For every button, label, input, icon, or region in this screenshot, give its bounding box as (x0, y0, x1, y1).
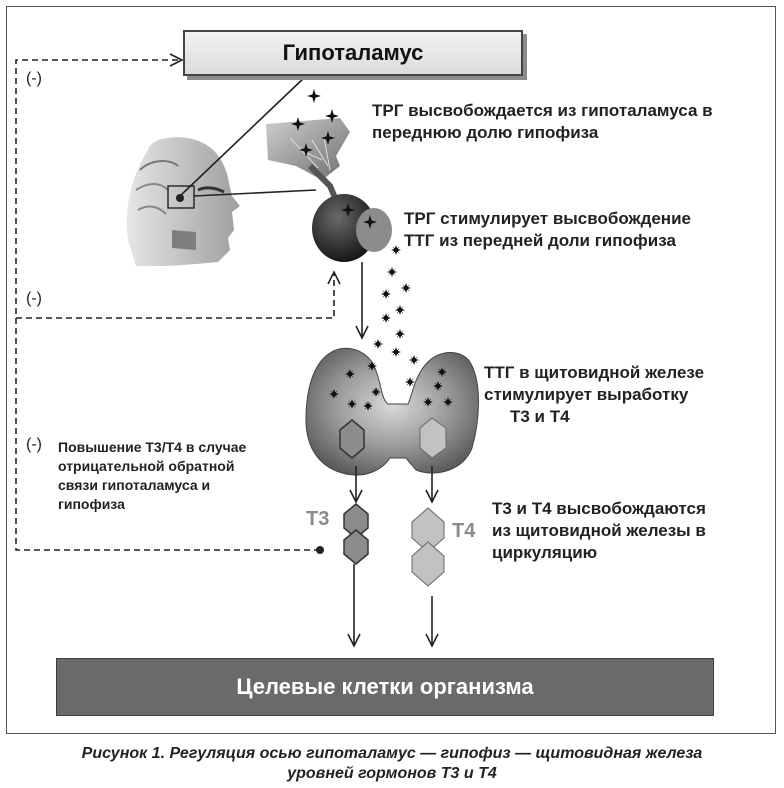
thyroid-illustration (305, 347, 479, 476)
annotation-negative-feedback: Повышение Т3/Т4 в случае отрицательной о… (58, 439, 247, 512)
t4-hexagon-icons (411, 507, 445, 587)
hypothalamus-box: Гипоталамус (183, 30, 523, 76)
annotation-tsh-thyroid: ТТГ в щитовидной железе стимулирует выра… (484, 363, 705, 426)
hypothalamus-label: Гипоталамус (282, 40, 424, 65)
minus-sign-bottom: (-) (26, 436, 42, 453)
annotation-trh-release: ТРГ высвобождается из гипоталамуса в пер… (372, 101, 713, 142)
feedback-loops (15, 59, 335, 551)
minus-sign-top: (-) (26, 70, 42, 87)
feedback-origin-dot (316, 546, 324, 554)
flow-arrows (347, 262, 439, 648)
connector-lines (179, 75, 317, 197)
t3-label: Т3 (306, 508, 330, 530)
minus-sign-middle: (-) (26, 290, 42, 307)
feedback-arrowheads (169, 53, 341, 285)
t4-label: Т4 (452, 520, 476, 542)
t3-hexagon-icons (343, 503, 369, 565)
figure-caption: Рисунок 1. Регуляция осью гипоталамус — … (81, 745, 703, 782)
target-cells-box: Целевые клетки организма (56, 658, 714, 716)
diagram-frame (6, 6, 776, 734)
annotation-trh-stimulates: ТРГ стимулирует высвобождение ТТГ из пер… (404, 209, 691, 250)
head-illustration (126, 137, 240, 266)
target-cells-label: Целевые клетки организма (236, 674, 534, 699)
annotation-t3t4-release: Т3 и Т4 высвобождаются из щитовидной жел… (492, 499, 706, 562)
